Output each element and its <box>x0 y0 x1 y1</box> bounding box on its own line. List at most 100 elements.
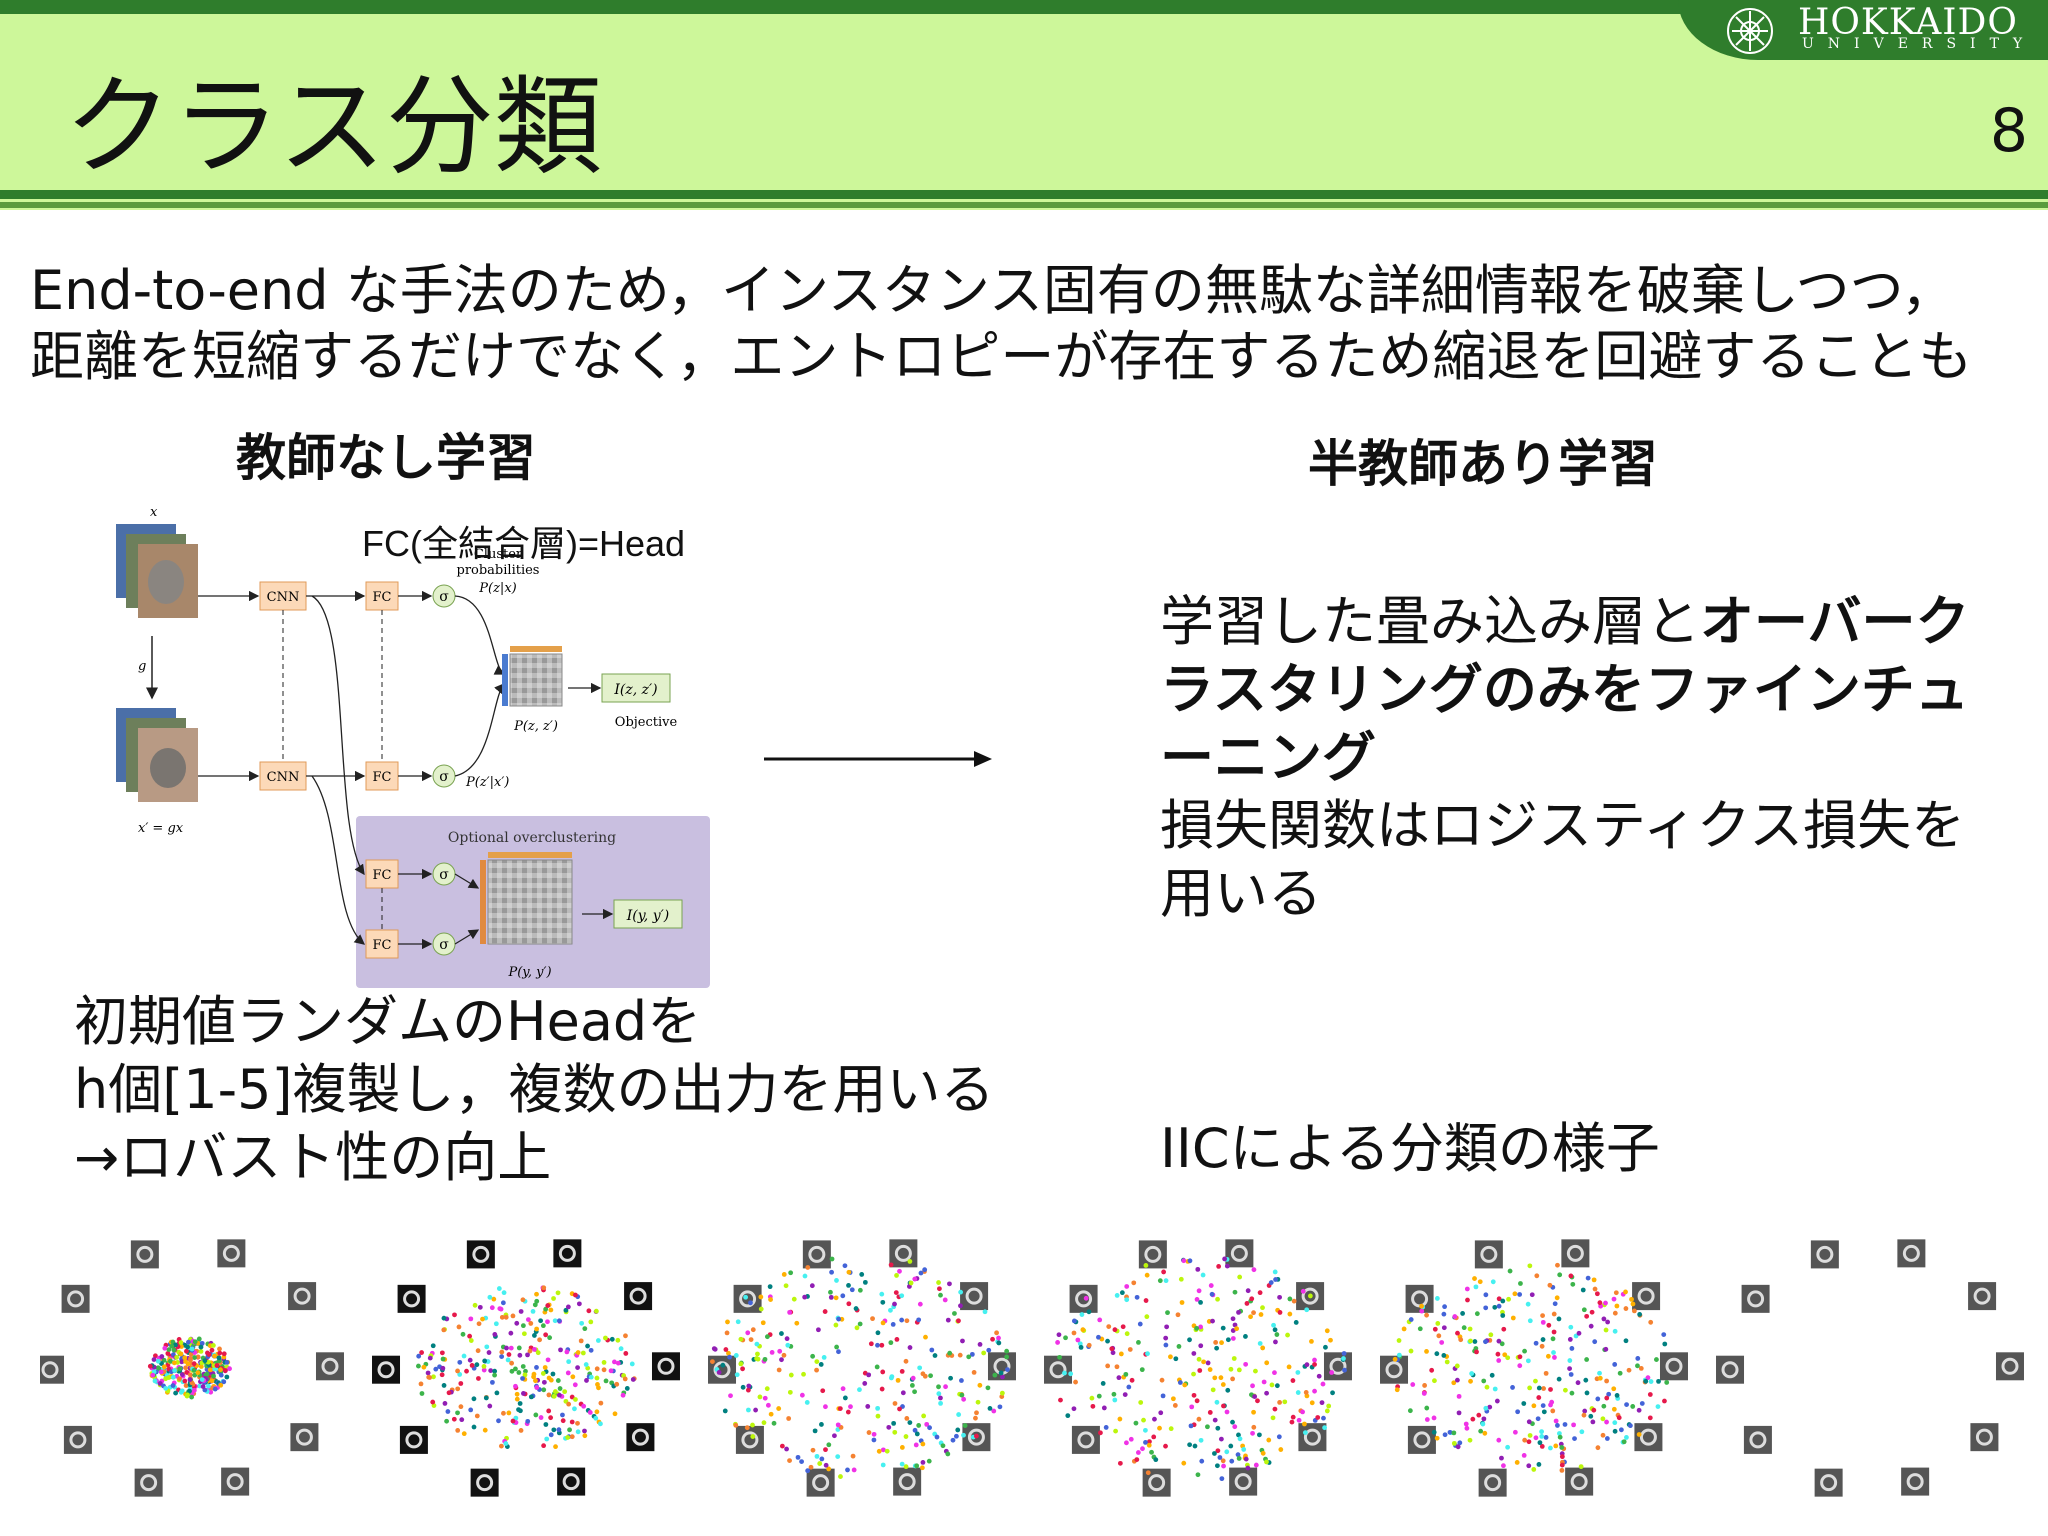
cluster-point <box>1300 1409 1305 1415</box>
cluster-point <box>566 1401 572 1407</box>
cluster-point <box>440 1365 446 1371</box>
cluster-point <box>1662 1341 1668 1347</box>
cluster-point <box>1536 1462 1542 1467</box>
cluster-point <box>880 1299 886 1305</box>
cluster-point <box>1342 1367 1347 1373</box>
cluster-point <box>492 1332 498 1337</box>
cluster-point <box>1268 1280 1274 1285</box>
fc-head-label: FC(全結合層)=Head <box>362 523 686 564</box>
cluster-point <box>975 1399 981 1405</box>
cluster-point <box>785 1342 791 1348</box>
cluster-point <box>903 1464 909 1470</box>
cluster-point <box>468 1407 474 1413</box>
cluster-point <box>416 1353 422 1359</box>
cluster-point <box>1144 1272 1150 1278</box>
digit-stroke <box>67 1290 85 1308</box>
cluster-point <box>1451 1440 1457 1446</box>
cluster-point <box>1312 1362 1317 1367</box>
cluster-point <box>499 1349 505 1355</box>
cluster-point <box>556 1392 562 1398</box>
cluster-point <box>1455 1377 1460 1383</box>
cluster-point <box>1535 1416 1541 1422</box>
digit-stroke <box>657 1357 675 1375</box>
cluster-point <box>1264 1390 1269 1396</box>
cluster-point <box>804 1400 810 1405</box>
cluster-point <box>534 1326 540 1332</box>
cluster-point <box>416 1363 421 1369</box>
cluster-point <box>1489 1372 1495 1378</box>
cluster-point <box>1276 1434 1282 1440</box>
cluster-point <box>1396 1352 1402 1358</box>
digit-stroke <box>965 1287 983 1305</box>
cluster-point <box>1304 1362 1310 1368</box>
cluster-point <box>1105 1363 1111 1369</box>
cluster-point <box>892 1301 897 1307</box>
cluster-point <box>1168 1354 1173 1360</box>
cluster-point <box>189 1394 195 1400</box>
cluster-point <box>1424 1417 1430 1422</box>
cluster-point <box>499 1354 505 1359</box>
cluster-point <box>1624 1402 1629 1408</box>
input-image-stack-xprime <box>116 708 198 802</box>
cluster-point <box>482 1427 488 1433</box>
cluster-point <box>1526 1439 1532 1445</box>
cluster-point <box>1144 1314 1150 1320</box>
cluster-point <box>1241 1447 1247 1452</box>
cluster-point <box>783 1283 789 1289</box>
cluster-point <box>866 1430 872 1435</box>
cluster-point <box>198 1364 204 1369</box>
cluster-point <box>168 1358 173 1364</box>
cluster-point <box>1341 1356 1346 1361</box>
cluster-point <box>1236 1456 1242 1461</box>
cluster-point <box>1531 1467 1537 1472</box>
cluster-point <box>1071 1318 1077 1324</box>
cluster-point <box>487 1403 493 1409</box>
cluster-point <box>520 1376 525 1381</box>
cluster-point <box>170 1383 176 1388</box>
digit-stroke <box>1639 1428 1657 1446</box>
cluster-point <box>1270 1415 1276 1421</box>
cluster-point <box>1219 1340 1224 1346</box>
cluster-point <box>865 1404 871 1409</box>
cluster-point <box>787 1389 793 1395</box>
cluster-point <box>784 1336 790 1342</box>
cluster-point <box>581 1403 587 1409</box>
cluster-point <box>500 1300 506 1306</box>
cluster-point <box>158 1369 164 1375</box>
cluster-point <box>543 1332 549 1338</box>
cluster-point <box>171 1360 177 1366</box>
cluster-point <box>572 1406 577 1412</box>
cluster-point <box>187 1388 192 1394</box>
cluster-point <box>509 1368 515 1374</box>
cluster-point <box>875 1413 881 1419</box>
cluster-point <box>994 1330 999 1336</box>
cluster-point <box>1584 1390 1590 1396</box>
cluster-point <box>845 1467 850 1473</box>
digit-thumbnail <box>1741 1284 1770 1313</box>
cluster-point <box>1521 1401 1527 1406</box>
iic-caption: IICによる分類の様子 <box>1160 1117 1660 1180</box>
cluster-panel-1 <box>40 1239 344 1497</box>
cluster-point <box>1163 1335 1169 1341</box>
cluster-point <box>1424 1312 1429 1318</box>
cluster-point <box>516 1370 522 1375</box>
cluster-point <box>508 1345 514 1351</box>
cluster-point <box>810 1447 816 1453</box>
cluster-point <box>513 1366 518 1372</box>
cluster-point <box>468 1338 474 1343</box>
digit-thumbnail <box>651 1352 680 1381</box>
cluster-point <box>1461 1325 1467 1331</box>
digit-thumbnail <box>290 1423 319 1452</box>
cluster-point <box>179 1388 185 1394</box>
cluster-point <box>758 1294 764 1300</box>
cluster-point <box>938 1400 943 1406</box>
cluster-point <box>936 1391 942 1397</box>
digit-thumbnail <box>1407 1425 1436 1454</box>
cluster-point <box>799 1459 804 1464</box>
cluster-point <box>1550 1408 1556 1414</box>
cluster-point <box>1606 1391 1612 1397</box>
cluster-point <box>183 1383 189 1388</box>
cluster-point <box>187 1377 193 1382</box>
cluster-point <box>1207 1367 1213 1372</box>
cluster-point <box>184 1369 190 1375</box>
